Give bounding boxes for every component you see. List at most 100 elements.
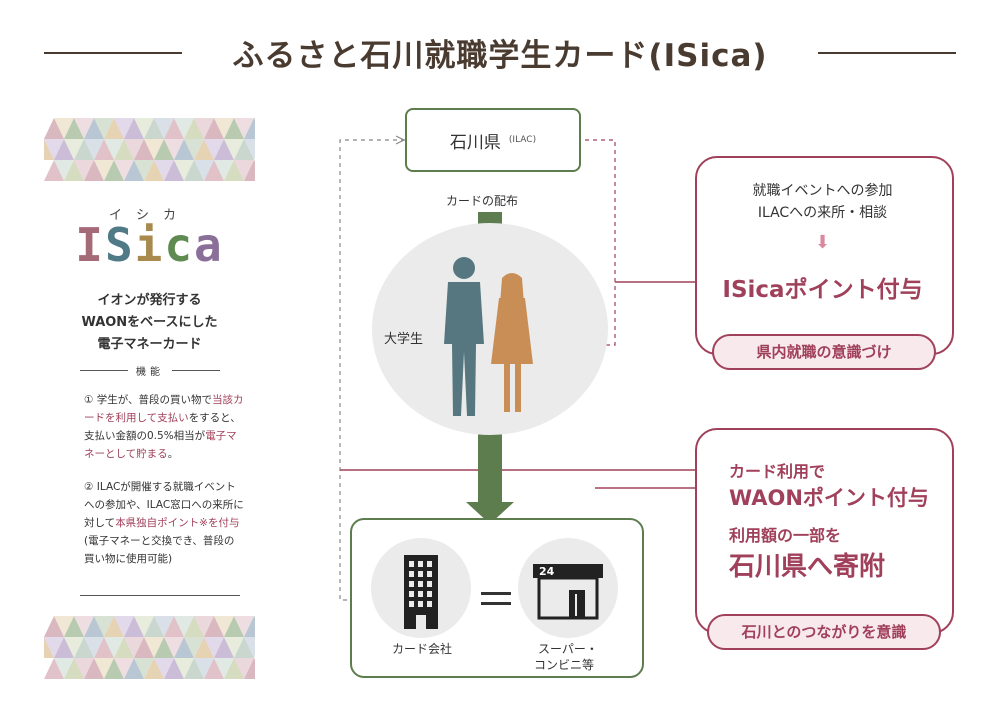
pattern-triangle — [124, 616, 144, 637]
pattern-triangle — [124, 139, 144, 160]
page-title: ふるさと石川就職学生カード(ISica) — [232, 38, 768, 74]
pattern-triangle — [184, 637, 204, 658]
pattern-triangle — [84, 139, 104, 160]
donation-line2: WAONポイント付与 — [729, 486, 929, 510]
pattern-triangle — [214, 658, 234, 679]
pattern-triangle — [114, 658, 134, 679]
card-description: イオンが発行する WAONをベースにした 電子マネーカード — [44, 290, 255, 356]
down-arrow-icon: ⬇ — [814, 232, 831, 253]
pattern-triangle — [134, 139, 154, 160]
store-sign-text: 24 — [539, 565, 555, 578]
pattern-triangle — [194, 658, 214, 679]
logo-letter: a — [194, 218, 224, 272]
pattern-triangle — [84, 658, 104, 679]
pattern-triangle — [84, 118, 104, 139]
pattern-triangle — [94, 118, 114, 139]
isica-kana: イシカ — [108, 208, 190, 223]
pattern-triangle — [224, 616, 244, 637]
pattern-triangle — [124, 658, 144, 679]
pattern-triangle — [234, 637, 254, 658]
pattern-triangle — [104, 637, 124, 658]
store-circle — [518, 538, 618, 638]
pattern-triangle — [244, 616, 255, 637]
isica-logo: ISica — [44, 218, 255, 272]
pattern-triangle — [164, 118, 184, 139]
pattern-triangle — [144, 160, 164, 181]
pattern-triangle — [204, 658, 224, 679]
pattern-triangle — [164, 637, 184, 658]
pattern-triangle — [74, 139, 94, 160]
connection-pill: 石川とのつながりを意識 — [707, 614, 941, 650]
pattern-triangle — [64, 637, 84, 658]
pattern-triangle — [234, 139, 254, 160]
pattern-triangle — [94, 139, 114, 160]
pattern-triangle — [154, 658, 174, 679]
pattern-triangle — [204, 160, 224, 181]
pattern-triangle — [124, 637, 144, 658]
title-rule-right — [818, 52, 956, 54]
woman-silhouette — [491, 273, 533, 412]
awareness-pill: 県内就職の意識づけ — [712, 334, 936, 370]
donation-line3: 利用額の一部を — [729, 526, 842, 545]
pattern-triangle — [174, 658, 194, 679]
logo-letter: i — [134, 218, 165, 272]
pattern-triangle — [184, 616, 204, 637]
pattern-triangle — [64, 160, 84, 181]
pattern-triangle — [234, 118, 254, 139]
pattern-triangle — [204, 637, 224, 658]
pattern-triangle — [174, 118, 194, 139]
pattern-triangle — [214, 616, 234, 637]
pattern-triangle — [114, 139, 134, 160]
point-box-line2: ILACへの来所・相談 — [757, 205, 888, 221]
pattern-triangle — [224, 118, 244, 139]
isica-point-label: ISicaポイント付与 — [722, 277, 923, 303]
function-item-2: ② ILACが開催する就職イベントへの参加や、ILAC窓口への来所に対して本県独… — [84, 481, 244, 565]
pattern-triangle — [214, 139, 234, 160]
pattern-triangle — [224, 637, 244, 658]
pattern-triangle — [154, 160, 174, 181]
pattern-triangle — [114, 118, 134, 139]
pattern-triangle — [164, 616, 184, 637]
logo-letter: I — [75, 218, 105, 272]
logo-letter: c — [164, 218, 195, 272]
pattern-triangle — [134, 616, 154, 637]
pattern-triangle — [64, 118, 84, 139]
green-arrow-head-2 — [466, 502, 514, 524]
pattern-triangle — [144, 118, 164, 139]
point-box — [695, 156, 954, 355]
pattern-triangle — [214, 160, 234, 181]
pattern-triangle — [114, 616, 134, 637]
pattern-triangle — [224, 658, 244, 679]
card-desc-line: イオンが発行する — [97, 293, 202, 308]
students-icon — [444, 257, 533, 416]
pattern-triangle — [114, 160, 134, 181]
pattern-triangle — [234, 658, 254, 679]
pattern-triangle — [54, 616, 74, 637]
card-desc-line: WAONをベースにした — [81, 315, 218, 330]
pattern-triangle — [74, 658, 94, 679]
pattern-triangle — [224, 139, 244, 160]
pattern-triangle — [124, 160, 144, 181]
pattern-triangle — [84, 637, 104, 658]
dashed-arrowhead-left — [395, 135, 406, 145]
store-label-2: コンビニ等 — [534, 658, 595, 672]
green-arrow-shaft-2 — [478, 426, 502, 504]
function-item-1: ① 学生が、普段の買い物で当該カードを利用して支払いをすると、支払い金額の0.5… — [84, 394, 244, 460]
function-heading: 機能 — [80, 363, 220, 383]
pattern-triangle — [74, 118, 94, 139]
building-icon — [404, 555, 438, 629]
pattern-triangle — [44, 616, 64, 637]
pattern-triangle — [54, 637, 74, 658]
pattern-triangle — [104, 616, 124, 637]
equals-sign-bottom — [481, 602, 511, 605]
title-rule-left — [44, 52, 182, 54]
pattern-triangle — [154, 616, 174, 637]
pattern-triangle — [94, 637, 114, 658]
pattern-triangle — [144, 658, 164, 679]
card-company-label: カード会社 — [392, 642, 453, 656]
donation-box — [695, 428, 954, 634]
student-label: 大学生 — [384, 332, 424, 347]
pattern-triangle — [174, 637, 194, 658]
pattern-triangle — [104, 139, 124, 160]
pattern-triangle — [154, 118, 174, 139]
